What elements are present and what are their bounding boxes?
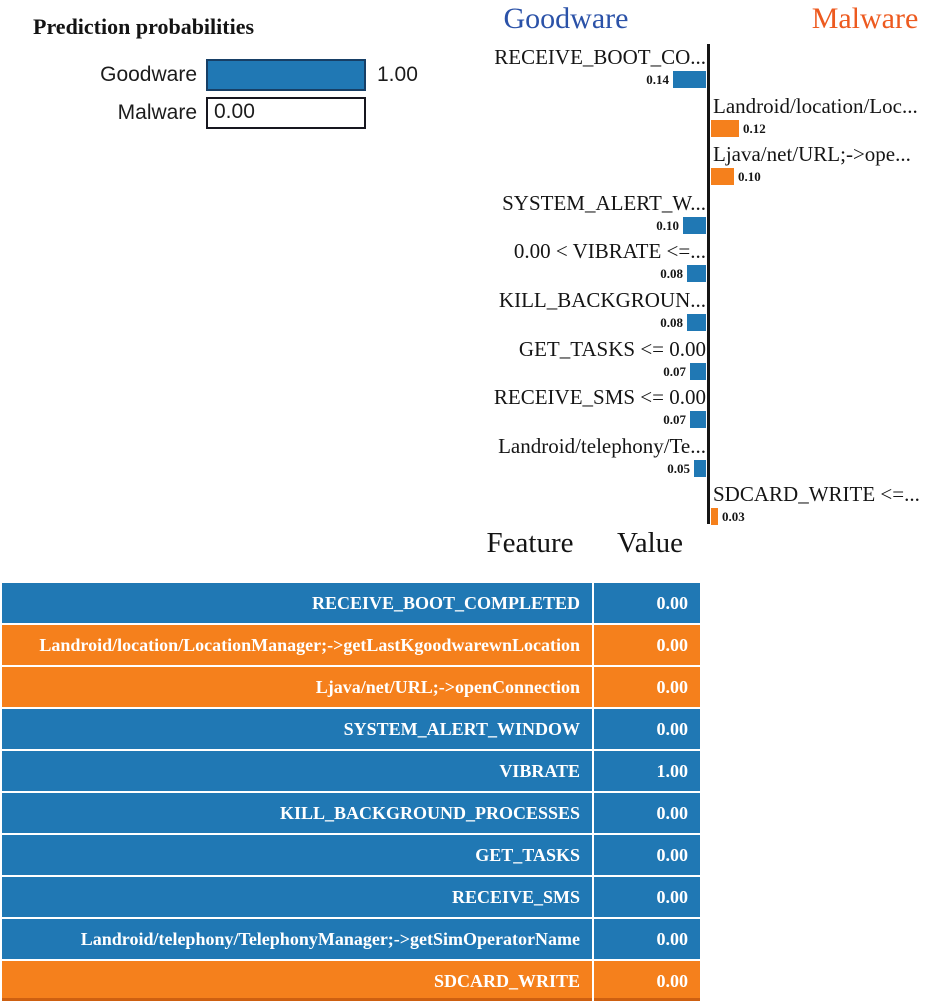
prediction-class-label: Goodware <box>100 63 197 86</box>
malware-class-header: Malware <box>811 2 919 35</box>
chart-feature-label: Landroid/location/Loc... <box>713 93 918 118</box>
chart-feature-label: 0.00 < VIBRATE <=... <box>513 239 706 264</box>
chart-contribution-value: 0.05 <box>667 460 690 476</box>
chart-contribution-value: 0.07 <box>663 412 686 428</box>
chart-contribution-bar <box>711 508 718 526</box>
table-value-cell: 0.00 <box>594 667 700 707</box>
chart-feature-label: SDCARD_WRITE <=... <box>713 482 920 507</box>
table-row: Landroid/location/LocationManager;->getL… <box>2 625 702 665</box>
table-value-cell: 0.00 <box>594 877 700 917</box>
table-feature-cell: Landroid/location/LocationManager;->getL… <box>2 625 592 665</box>
chart-contribution-bar <box>690 362 706 380</box>
table-header-value: Value <box>616 527 684 559</box>
prediction-probabilities-title: Prediction probabilities <box>33 14 255 39</box>
table-feature-cell: RECEIVE_SMS <box>2 877 592 917</box>
chart-center-axis <box>707 44 710 524</box>
chart-feature-label: RECEIVE_SMS <= 0.00 <box>493 385 706 410</box>
chart-contribution-value: 0.12 <box>743 120 766 136</box>
table-feature-cell: SYSTEM_ALERT_WINDOW <box>2 709 592 749</box>
probability-bar-fill <box>208 61 364 89</box>
chart-contribution-bar <box>683 216 706 234</box>
chart-contribution-bar <box>694 459 706 477</box>
table-value-cell: 0.00 <box>594 625 700 665</box>
chart-feature-label: Ljava/net/URL;->ope... <box>713 142 911 167</box>
probability-value: 0.00 <box>214 100 255 123</box>
table-value-cell: 0.00 <box>594 961 700 1001</box>
goodware-class-header: Goodware <box>503 2 629 35</box>
chart-contribution-value: 0.08 <box>660 266 683 282</box>
chart-contribution-bar <box>711 119 739 137</box>
table-value-cell: 0.00 <box>594 583 700 623</box>
chart-contribution-value: 0.08 <box>660 315 683 330</box>
table-feature-cell: SDCARD_WRITE <box>2 961 592 1001</box>
chart-feature-label: SYSTEM_ALERT_W... <box>502 190 706 215</box>
table-feature-cell: VIBRATE <box>2 751 592 791</box>
table-feature-cell: KILL_BACKGROUND_PROCESSES <box>2 793 592 833</box>
table-value-cell: 0.00 <box>594 793 700 833</box>
probability-bar-track: 0.00 <box>206 97 366 129</box>
table-value-cell: 0.00 <box>594 919 700 959</box>
probability-value: 1.00 <box>377 63 418 86</box>
chart-contribution-bar <box>711 168 734 186</box>
chart-contribution-bar <box>687 265 706 283</box>
table-header-feature: Feature <box>486 527 574 559</box>
table-row: Landroid/telephony/TelephonyManager;->ge… <box>2 919 702 959</box>
chart-contribution-bar <box>687 314 706 331</box>
chart-contribution-value: 0.10 <box>656 217 679 233</box>
table-feature-cell: GET_TASKS <box>2 835 592 875</box>
probability-bar-track <box>206 59 366 91</box>
chart-feature-label: Landroid/telephony/Te... <box>498 433 706 458</box>
table-value-cell: 1.00 <box>594 751 700 791</box>
table-feature-cell: Ljava/net/URL;->openConnection <box>2 667 592 707</box>
prediction-row-malware: Malware 0.00 <box>0 97 366 129</box>
chart-contribution-value: 0.14 <box>646 72 669 87</box>
table-value-cell: 0.00 <box>594 835 700 875</box>
chart-contribution-value: 0.07 <box>663 363 686 379</box>
prediction-row-goodware: Goodware 1.00 <box>0 59 418 91</box>
chart-contribution-bar <box>673 71 706 88</box>
chart-contribution-value: 0.10 <box>738 169 761 185</box>
chart-feature-label: RECEIVE_BOOT_CO... <box>494 45 706 69</box>
chart-contribution-bar <box>690 411 706 429</box>
table-feature-cell: Landroid/telephony/TelephonyManager;->ge… <box>2 919 592 959</box>
chart-feature-label: GET_TASKS <= 0.00 <box>518 336 706 361</box>
table-value-cell: 0.00 <box>594 709 700 749</box>
chart-contribution-value: 0.03 <box>722 509 745 525</box>
prediction-class-label: Malware <box>117 101 197 124</box>
table-feature-cell: RECEIVE_BOOT_COMPLETED <box>2 583 592 623</box>
chart-feature-label: KILL_BACKGROUN... <box>498 288 706 312</box>
